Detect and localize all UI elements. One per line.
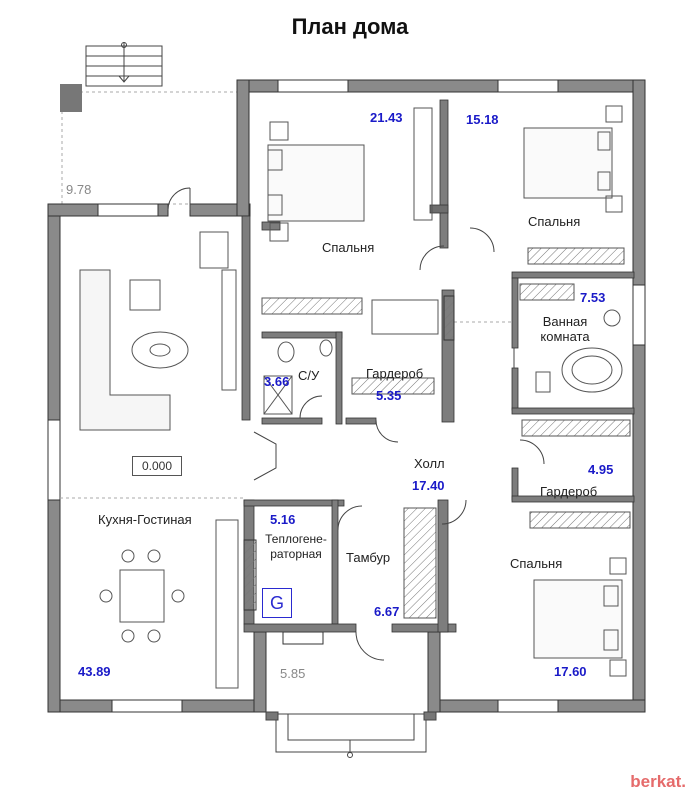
vestibule-area: 6.67 <box>374 604 400 619</box>
plan-title: План дома <box>291 14 409 39</box>
terrace-steps <box>85 42 163 87</box>
hall-label: Холл <box>414 456 445 471</box>
bedroom1-area: 21.43 <box>370 110 403 125</box>
bathroom-area: 7.53 <box>580 290 606 305</box>
vestibule-label: Тамбур <box>346 550 391 565</box>
wardrobe2-label: Гардероб <box>540 484 598 499</box>
terrace-area: 9.78 <box>66 182 92 197</box>
bedroom1-label: Спальня <box>322 240 375 255</box>
wc-label: С/У <box>298 368 320 383</box>
furniture <box>79 105 631 689</box>
boiler-equipment <box>243 295 455 611</box>
bedroom3-label: Спальня <box>510 556 563 571</box>
wardrobe2-area: 4.95 <box>588 462 614 477</box>
brand-watermark: berkat. <box>630 772 686 791</box>
wc-area: 3.66 <box>264 374 290 389</box>
porch-area: 5.85 <box>280 666 306 681</box>
level-mark: 0.000 <box>132 456 182 476</box>
boiler-label: Теплогене- раторная <box>265 532 327 561</box>
bedroom3-area: 17.60 <box>554 664 587 679</box>
kitchen-living-area: 43.89 <box>78 664 111 679</box>
hall-area: 17.40 <box>412 478 445 493</box>
bathroom-label: Ванная комната <box>540 314 590 344</box>
bedroom2-label: Спальня <box>528 214 581 229</box>
kitchen-living-label: Кухня-Гостиная <box>98 512 192 527</box>
wardrobe1-label: Гардероб <box>366 366 424 381</box>
guide-lines <box>60 321 512 499</box>
boiler-area: 5.16 <box>270 512 296 527</box>
porch-steps <box>265 711 437 758</box>
doors <box>167 187 545 661</box>
wardrobe1-area: 5.35 <box>376 388 402 403</box>
windows <box>47 79 646 713</box>
bedroom2-area: 15.18 <box>466 112 499 127</box>
boiler-symbol: G <box>262 588 292 618</box>
